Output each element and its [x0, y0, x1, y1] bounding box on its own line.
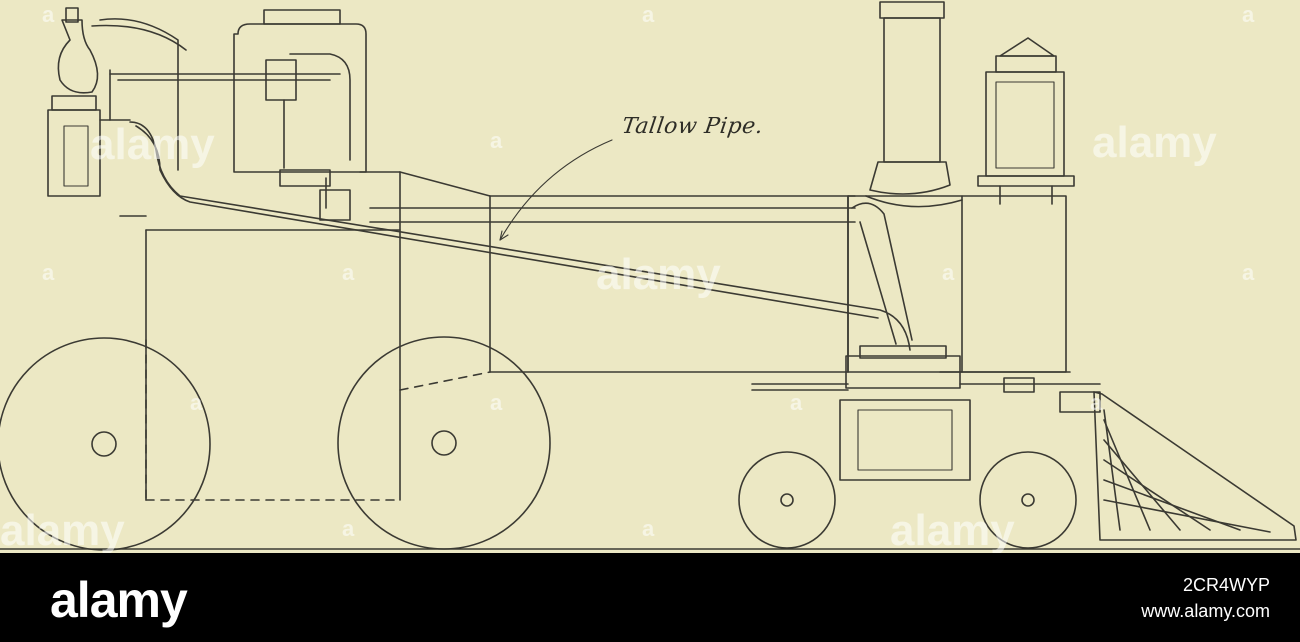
lubricator [47, 7, 341, 197]
watermark-mark: a [42, 260, 55, 285]
locomotive-diagram [0, 1, 1300, 551]
locomotive-line-drawing: Tallow Pipe. alamy alamy alamy alamy ala… [0, 0, 1300, 553]
watermark-logo: alamy [90, 120, 215, 169]
site-url: www.alamy.com [1141, 601, 1270, 621]
watermark-mark: a [342, 260, 355, 285]
valve-gear [265, 53, 351, 221]
cylinder [751, 202, 1101, 481]
smokestack [865, 1, 963, 208]
watermark-mark: a [642, 2, 655, 27]
tallow-pipe [119, 121, 911, 351]
watermark-mark: a [1242, 2, 1255, 27]
watermark-mark: a [490, 128, 503, 153]
cab-body [145, 171, 491, 501]
headlamp [977, 37, 1075, 205]
watermark-mark: a [790, 390, 803, 415]
watermark-mark: a [642, 516, 655, 541]
watermark-mark: a [1242, 260, 1255, 285]
watermark-logo: alamy [890, 506, 1015, 553]
pilot-wheel-front [979, 451, 1077, 549]
alamy-logo: alamy [50, 572, 188, 628]
watermark-logo: alamy [596, 250, 721, 299]
watermark-mark: a [190, 390, 203, 415]
smokebox [847, 195, 1071, 373]
watermark-logo: alamy [1092, 118, 1217, 167]
footer-bar: alamy 2CR4WYP www.alamy.com [0, 553, 1300, 642]
steam-dome [233, 9, 367, 173]
driving-wheel-rear [0, 337, 211, 551]
watermark-mark: a [942, 260, 955, 285]
image-id: 2CR4WYP [1182, 575, 1270, 595]
watermark-mark: a [1090, 390, 1103, 415]
watermark-logo: alamy [0, 506, 125, 553]
tallow-pipe-leader [499, 139, 613, 241]
watermark-mark: a [490, 390, 503, 415]
cowcatcher [1093, 391, 1297, 541]
pilot-wheel-rear [738, 451, 836, 549]
watermark-mark: a [342, 516, 355, 541]
watermark-mark: a [42, 2, 55, 27]
tallow-pipe-label: Tallow Pipe. [620, 114, 765, 139]
driving-wheel-front [337, 336, 551, 550]
